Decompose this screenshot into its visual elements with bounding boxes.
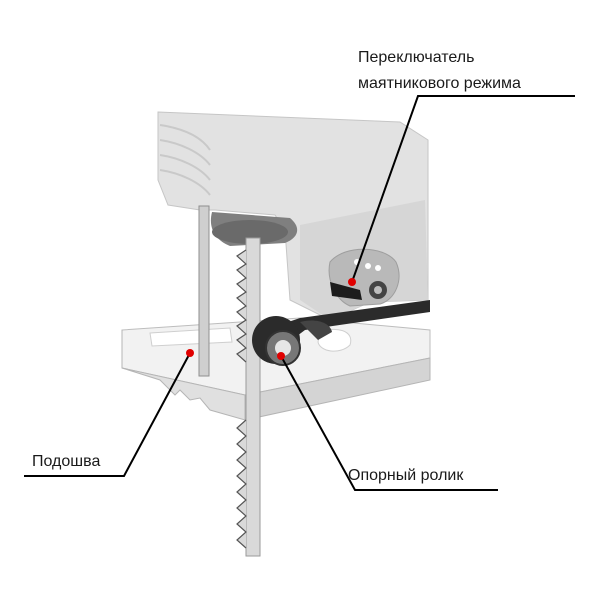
guide-rod (198, 205, 210, 377)
label-pendulum-switch-line1: Переключатель (358, 49, 474, 66)
marker-support-roller (277, 352, 285, 360)
callout-line-pendulum-switch (351, 95, 575, 283)
marker-sole (186, 349, 194, 357)
label-pendulum-switch-line2: маятникового режима (358, 75, 521, 92)
pendulum-switch (328, 248, 400, 307)
callout-line-support-roller (280, 355, 498, 491)
callout-line-sole (24, 352, 191, 477)
support-roller (252, 300, 430, 366)
label-sole: Подошва (32, 453, 100, 470)
label-support-roller: Опорный ролик (348, 467, 464, 484)
marker-pendulum-switch (348, 278, 356, 286)
saw-blade (236, 237, 261, 557)
callout-lines (24, 95, 575, 491)
markers (186, 278, 356, 360)
